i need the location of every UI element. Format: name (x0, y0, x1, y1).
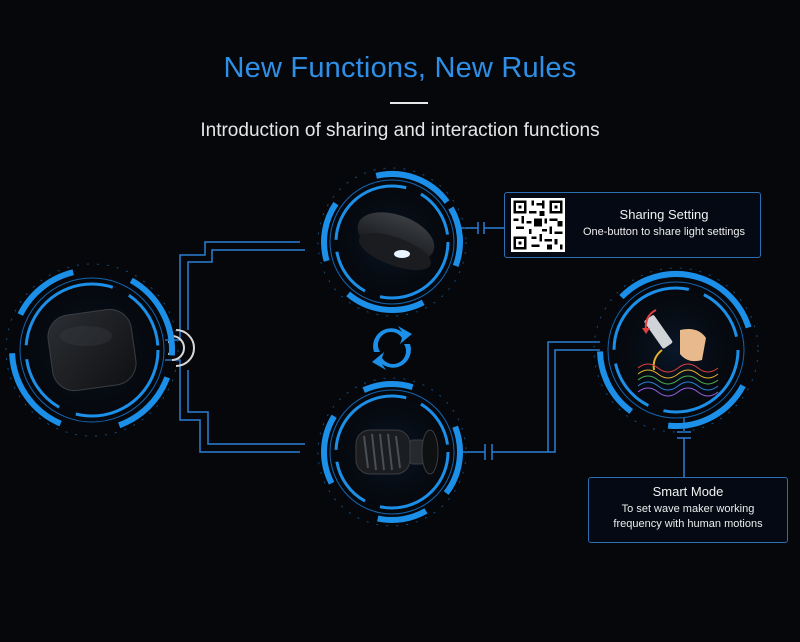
motion-node (592, 266, 760, 434)
controller-node (4, 262, 180, 438)
page-title: New Functions, New Rules (223, 52, 577, 84)
light-node (316, 166, 468, 318)
sharing-card-desc: One-button to share light settings (582, 226, 746, 238)
sync-arrows-icon (372, 326, 412, 370)
title-divider (390, 102, 428, 104)
page-subtitle: Introduction of sharing and interaction … (200, 120, 600, 141)
smart-card-title: Smart Mode (652, 484, 724, 499)
smart-card-desc-line2: frequency with human motions (613, 518, 763, 530)
sharing-setting-card: Sharing Setting One-button to share ligh… (504, 192, 761, 258)
sharing-card-title: Sharing Setting (619, 207, 709, 222)
pump-node (316, 376, 468, 528)
sharing-card-text: Sharing Setting One-button to share ligh… (569, 207, 759, 240)
smart-mode-card: Smart Mode To set wave maker working fre… (588, 477, 788, 543)
smart-card-desc: To set wave maker working frequency with… (589, 502, 787, 532)
qr-code-icon (511, 198, 565, 252)
smart-card-desc-line1: To set wave maker working (621, 503, 755, 515)
